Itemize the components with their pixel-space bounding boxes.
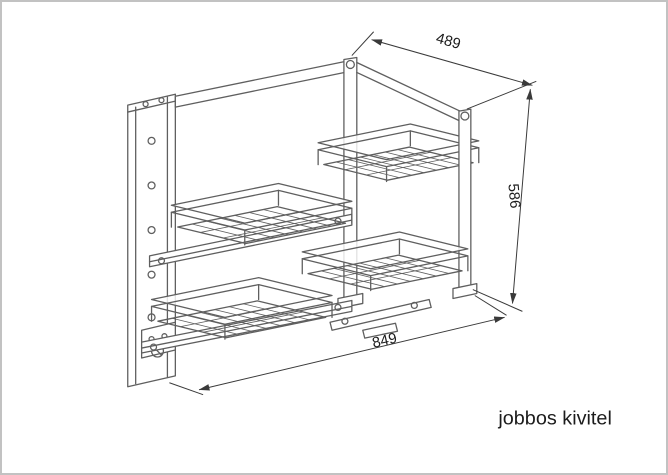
rear-post-cap (345, 59, 355, 70)
variant-label: jobbos kivitel (497, 407, 612, 429)
panel-screw-hole (158, 97, 165, 104)
frame-back (174, 56, 364, 310)
basket-wire (191, 223, 261, 242)
top-rail (174, 59, 351, 108)
left-mounting-panel (127, 93, 176, 388)
right-rail-bottom (356, 71, 461, 122)
slide-roller (149, 343, 158, 351)
basket-wire (385, 257, 450, 274)
basket-rim-outer (301, 231, 469, 270)
basket-rim-outer (150, 277, 333, 318)
front-post-foot (452, 282, 478, 300)
basket-wire (384, 151, 450, 169)
extension-line (472, 289, 523, 312)
basket-cross-wire (365, 157, 453, 176)
basket-cross-wire (344, 151, 432, 171)
right-rail-top (356, 61, 461, 112)
basket-wire (359, 262, 424, 280)
basket-wire (248, 212, 318, 230)
wire-basket-upper-right (317, 123, 480, 183)
dimension-width-value: 489 (434, 31, 462, 53)
basket-wire (219, 217, 289, 236)
panel-hole (147, 136, 156, 145)
dimension-depth: 849 (169, 295, 507, 396)
basket-cross-wire (222, 217, 324, 239)
front-post-cap (460, 111, 470, 121)
basket-wire (205, 220, 275, 239)
upper-slide-rail (148, 213, 353, 268)
dimension-line (371, 39, 533, 86)
basket-cross-wire (200, 211, 301, 233)
panel-hole (147, 270, 156, 279)
basket-wire (372, 154, 437, 171)
dimension-line (510, 88, 533, 304)
basket-wire (396, 149, 462, 166)
basket-wire (320, 270, 385, 287)
extension-line (351, 31, 375, 56)
front-post (458, 108, 472, 296)
dimensions: 489 586 849 (169, 31, 537, 396)
slide-roller (157, 257, 166, 265)
basket-wire (335, 161, 401, 179)
panel-screw-hole (142, 101, 149, 108)
dimension-depth-value: 849 (371, 331, 399, 352)
arm-pivot (410, 301, 418, 310)
basket-wire (234, 214, 304, 233)
panel-hole (147, 181, 156, 190)
basket-wire (372, 260, 437, 277)
basket-rim-outer (317, 123, 480, 161)
basket-rim-outer (170, 182, 353, 224)
basket-cross-wire (350, 265, 442, 285)
wire-basket-upper-left (170, 182, 353, 246)
basket-wire (262, 209, 332, 227)
panel-hole (147, 225, 156, 235)
dimension-width: 489 (351, 31, 537, 110)
extension-line (169, 382, 204, 396)
basket-wire (333, 267, 398, 285)
wire-basket-lower-right (301, 231, 469, 292)
basket-wire (360, 156, 425, 174)
basket-wire (347, 159, 413, 176)
extension-line (474, 295, 507, 316)
dimension-line (198, 316, 506, 391)
dimension-height-value: 586 (504, 183, 522, 209)
basket-cross-wire (328, 260, 421, 280)
extension-line (466, 80, 537, 110)
slide-roller (334, 303, 342, 312)
slide-groove (148, 219, 353, 263)
basket-wire (346, 265, 411, 282)
dimension-height: 586 (472, 88, 533, 312)
